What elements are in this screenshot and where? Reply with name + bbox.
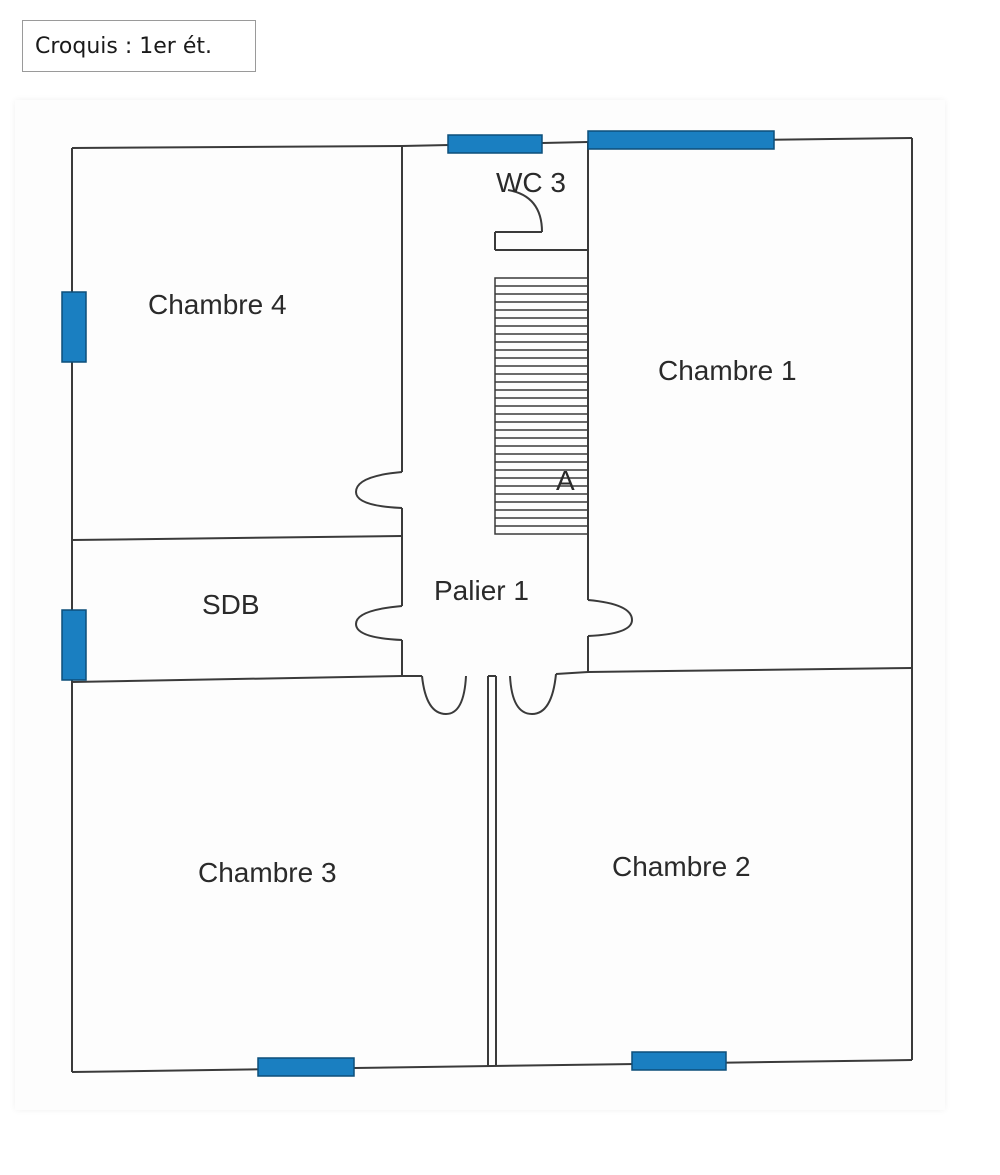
- window-top-wc: [447, 134, 543, 154]
- wall-bottom: [71, 1059, 913, 1073]
- window-top-chambre1: [587, 130, 775, 150]
- label-sdb: SDB: [202, 589, 260, 620]
- label-chambre1: Chambre 1: [658, 355, 797, 386]
- door-sdb: [354, 605, 403, 641]
- wall-top-left: [71, 145, 403, 149]
- wall-chambre4-sdb: [71, 535, 403, 541]
- window-bottom-chambre3: [257, 1057, 355, 1077]
- plan-sheet: [15, 100, 945, 1110]
- label-palier1: Palier 1: [434, 575, 529, 606]
- window-left-sdb: [61, 609, 87, 681]
- door-chambre1: [587, 599, 634, 637]
- doors: [354, 189, 634, 716]
- stair-marker: A: [556, 465, 575, 496]
- door-wc3: [507, 189, 543, 233]
- door-chambre2: [509, 673, 557, 716]
- door-chambre4: [354, 471, 403, 509]
- window-bottom-chambre2: [631, 1051, 727, 1071]
- wall-chambre1-chambre2: [587, 667, 913, 673]
- label-wc3: WC 3: [496, 167, 566, 198]
- windows: [61, 130, 775, 1077]
- wall-landing-bottom-right: [555, 671, 589, 675]
- wall-sdb-chambre3: [71, 675, 403, 683]
- label-chambre4: Chambre 4: [148, 289, 287, 320]
- label-chambre2: Chambre 2: [612, 851, 751, 882]
- window-left-chambre4: [61, 291, 87, 363]
- door-chambre3: [421, 675, 467, 716]
- plan-title: Croquis : 1er ét.: [22, 20, 256, 72]
- label-chambre3: Chambre 3: [198, 857, 337, 888]
- staircase: [494, 277, 589, 535]
